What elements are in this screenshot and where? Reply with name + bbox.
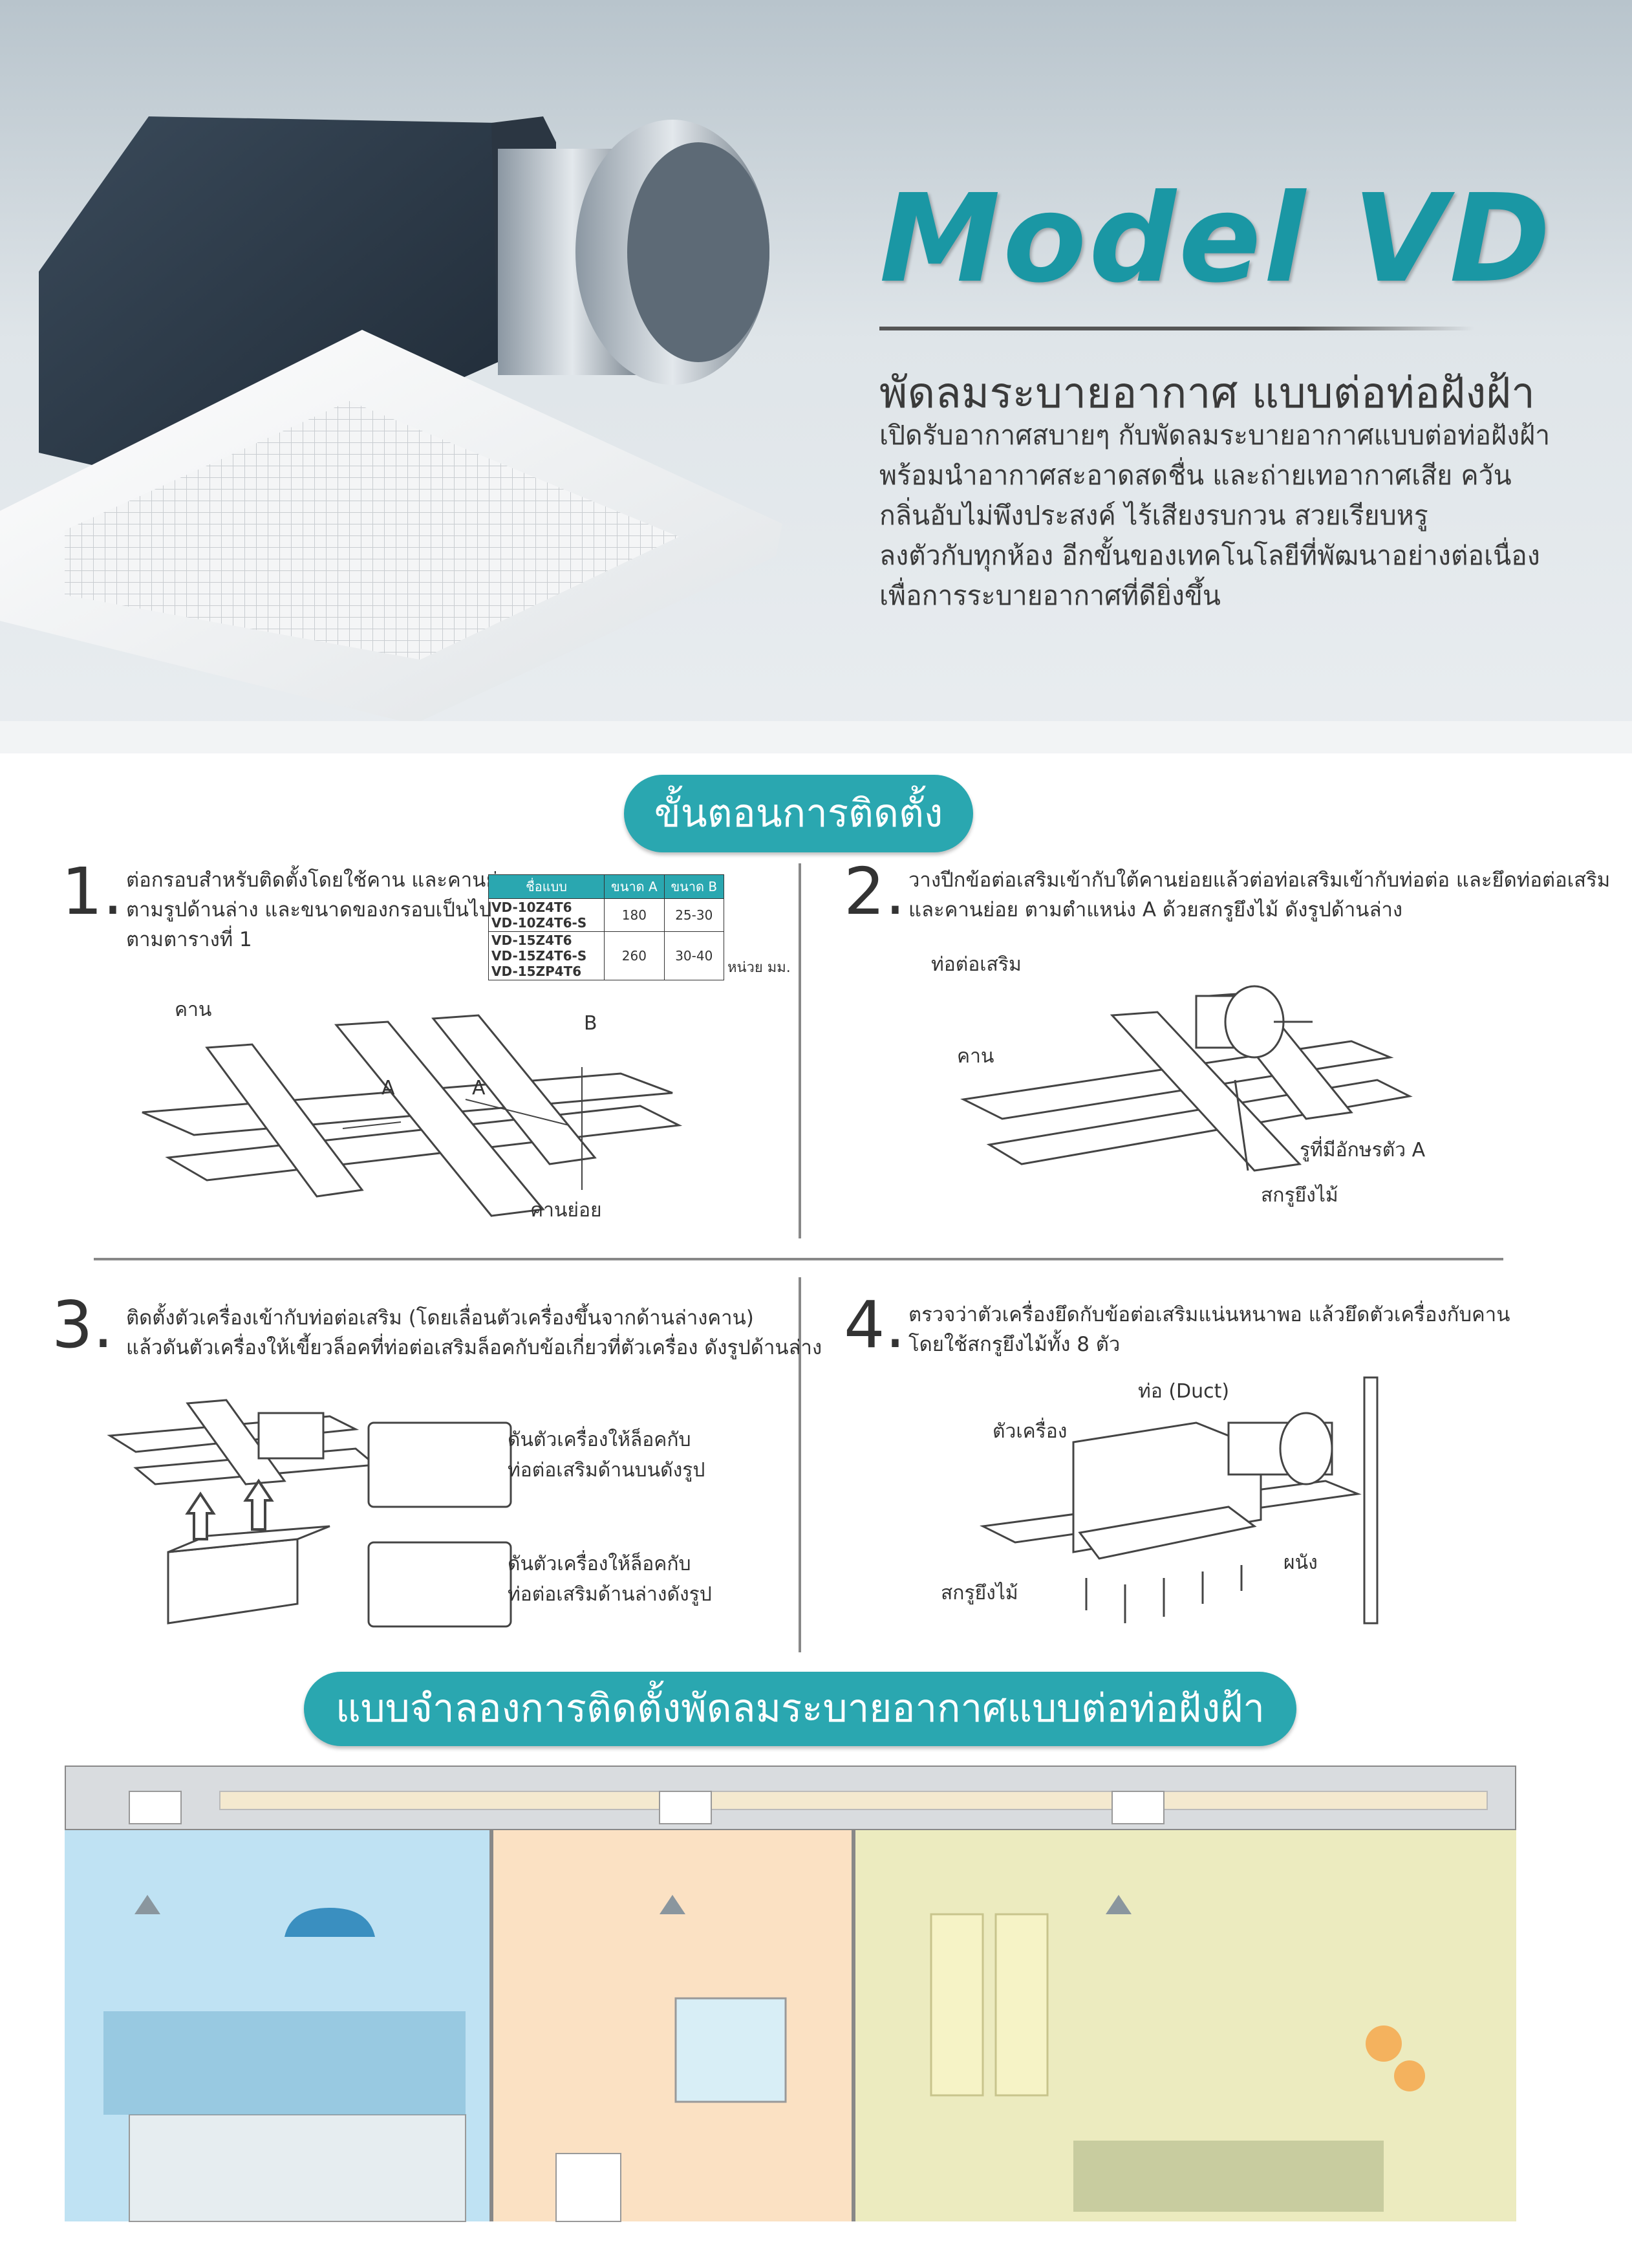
- step-4-number: 4.: [844, 1287, 906, 1363]
- table-cell-b: 25-30: [663, 898, 725, 932]
- step-2-text: วางปีกข้อต่อเสริมเข้ากับใต้คานย่อยแล้วต่…: [908, 865, 1610, 925]
- description-line: ลงตัวกับทุกห้อง อีกขั้นของเทคโนโลยีที่พั…: [879, 540, 1540, 571]
- description-line: เพื่อการระบายอากาศที่ดียิ่งขึ้น: [879, 580, 1221, 611]
- product-subtitle: พัดลมระบายอากาศ แบบต่อท่อฝังฝ้า: [879, 368, 1536, 418]
- bottom-lock-label: ดันตัวเครื่องให้ล็อคกับ ท่อต่อเสริมด้านล…: [508, 1549, 712, 1610]
- top-lock-label: ดันตัวเครื่องให้ล็อคกับ ท่อต่อเสริมด้านบ…: [508, 1425, 705, 1485]
- label-line: ดันตัวเครื่องให้ล็อคกับ: [508, 1429, 691, 1451]
- step-4-fastening-diagram: [979, 1376, 1379, 1625]
- table-header: ขนาด A: [604, 874, 665, 899]
- table-row: VD-15Z4T6 VD-15Z4T6-S VD-15ZP4T6 260 30-…: [488, 931, 725, 980]
- table-cell-models: VD-15Z4T6 VD-15Z4T6-S VD-15ZP4T6: [488, 931, 605, 980]
- dimension-a-label: A: [472, 1077, 486, 1099]
- grid-divider-vertical: [799, 863, 801, 1238]
- model-name: VD-10Z4T6-S: [491, 915, 587, 931]
- label-line: ท่อต่อเสริมด้านล่างดังรูป: [508, 1583, 712, 1606]
- grid-divider-horizontal: [94, 1258, 1503, 1260]
- step-text-line: ตรวจว่าตัวเครื่องยึดกับข้อต่อเสริมแน่นหน…: [908, 1303, 1510, 1326]
- step-text-line: แล้วดันตัวเครื่องให้เขี้ยวล็อคที่ท่อต่อเ…: [126, 1336, 822, 1359]
- step-text-line: และคานย่อย ตามตำแหน่ง A ด้วยสกรูยึงไม้ ด…: [908, 898, 1403, 922]
- install-steps-heading: ขั้นตอนการติดตั้ง: [624, 775, 973, 852]
- product-description: เปิดรับอากาศสบายๆ กับพัดลมระบายอากาศแบบต…: [879, 415, 1558, 616]
- step-text-line: ตามตารางที่ 1: [126, 928, 252, 951]
- step-text-line: วางปีกข้อต่อเสริมเข้ากับใต้คานย่อยแล้วต่…: [908, 869, 1611, 892]
- unit-body-label: ตัวเครื่อง: [993, 1420, 1068, 1443]
- table-unit: หน่วย มม.: [727, 960, 791, 976]
- house-cross-section-illustration: [65, 1766, 1516, 2222]
- model-name: VD-15Z4T6-S: [491, 948, 587, 964]
- sub-beam-label: คานย่อย: [530, 1199, 602, 1222]
- table-row: VD-10Z4T6 VD-10Z4T6-S 180 25-30: [488, 898, 725, 932]
- table-header: ขนาด B: [663, 874, 725, 899]
- label-line: ดันตัวเครื่องให้ล็อคกับ: [508, 1553, 691, 1575]
- step-3-mount-diagram: [107, 1399, 512, 1628]
- table-header: ชื่อแบบ: [488, 874, 605, 899]
- step-3-number: 3.: [52, 1287, 114, 1363]
- fan-product-image: [0, 116, 782, 724]
- step-text-line: ติดตั้งตัวเครื่องเข้ากับท่อต่อเสริม (โดย…: [126, 1306, 754, 1330]
- step-2-number: 2.: [844, 854, 906, 929]
- model-title: Model VD: [879, 168, 1553, 310]
- step-2-adapter-diagram: [960, 985, 1413, 1172]
- dimension-a-label: A: [381, 1077, 395, 1099]
- step-3-text: ติดตั้งตัวเครื่องเข้ากับท่อต่อเสริม (โดย…: [126, 1303, 822, 1363]
- wall-label: ผนัง: [1283, 1551, 1318, 1574]
- hero-banner: Model VD พัดลมระบายอากาศ แบบต่อท่อฝังฝ้า…: [0, 0, 1632, 753]
- beam-label: คาน: [175, 999, 212, 1021]
- step-4-text: ตรวจว่าตัวเครื่องยึดกับข้อต่อเสริมแน่นหน…: [908, 1300, 1510, 1359]
- title-underline: [879, 327, 1474, 330]
- description-line: เปิดรับอากาศสบายๆ กับพัดลมระบายอากาศแบบต…: [879, 420, 1551, 451]
- duct-label: ท่อ (Duct): [1138, 1380, 1230, 1403]
- step-text-line: ตามรูปด้านล่าง และขนาดของกรอบเป็นไป: [126, 898, 492, 922]
- size-table: ชื่อแบบ ขนาด A ขนาด B VD-10Z4T6 VD-10Z4T…: [488, 874, 725, 980]
- step-1-text: ต่อกรอบสำหรับติดตั้งโดยใช้คาน และคานย่อย…: [126, 865, 521, 955]
- hole-a-label: รูที่มีอักษรตัว A: [1300, 1139, 1426, 1161]
- model-name: VD-15Z4T6: [491, 933, 572, 948]
- label-line: ท่อต่อเสริมด้านบนดังรูป: [508, 1459, 705, 1482]
- table-cell-a: 260: [604, 931, 665, 980]
- beam-label: คาน: [957, 1045, 994, 1068]
- duct-adapter-label: ท่อต่อเสริม: [931, 953, 1022, 976]
- description-line: พร้อมนำอากาศสะอาดสดชื่น และถ่ายเทอากาศเส…: [879, 460, 1512, 491]
- step-1-frame-diagram: [142, 1014, 683, 1217]
- table-cell-models: VD-10Z4T6 VD-10Z4T6-S: [488, 898, 605, 932]
- step-1-number: 1.: [61, 854, 123, 929]
- table-cell-a: 180: [604, 898, 665, 932]
- description-line: กลิ่นอับไม่พึงประสงค์ ไร้เสียงรบกวน สวยเ…: [879, 500, 1428, 531]
- model-name: VD-15ZP4T6: [491, 964, 582, 979]
- hero-bottom-strip: [0, 721, 1632, 753]
- step-text-line: ต่อกรอบสำหรับติดตั้งโดยใช้คาน และคานย่อย: [126, 869, 522, 892]
- wood-screw-label: สกรูยึงไม้: [941, 1582, 1018, 1604]
- dimension-b-label: B: [584, 1012, 597, 1035]
- wood-screw-label: สกรูยึงไม้: [1261, 1184, 1338, 1207]
- model-name: VD-10Z4T6: [491, 900, 572, 915]
- table-cell-b: 30-40: [663, 931, 725, 980]
- grid-divider-vertical: [799, 1277, 801, 1652]
- step-text-line: โดยใช้สกรูยึงไม้ทั้ง 8 ตัว: [908, 1333, 1121, 1356]
- installation-simulation-heading: แบบจำลองการติดตั้งพัดลมระบายอากาศแบบต่อท…: [304, 1672, 1296, 1746]
